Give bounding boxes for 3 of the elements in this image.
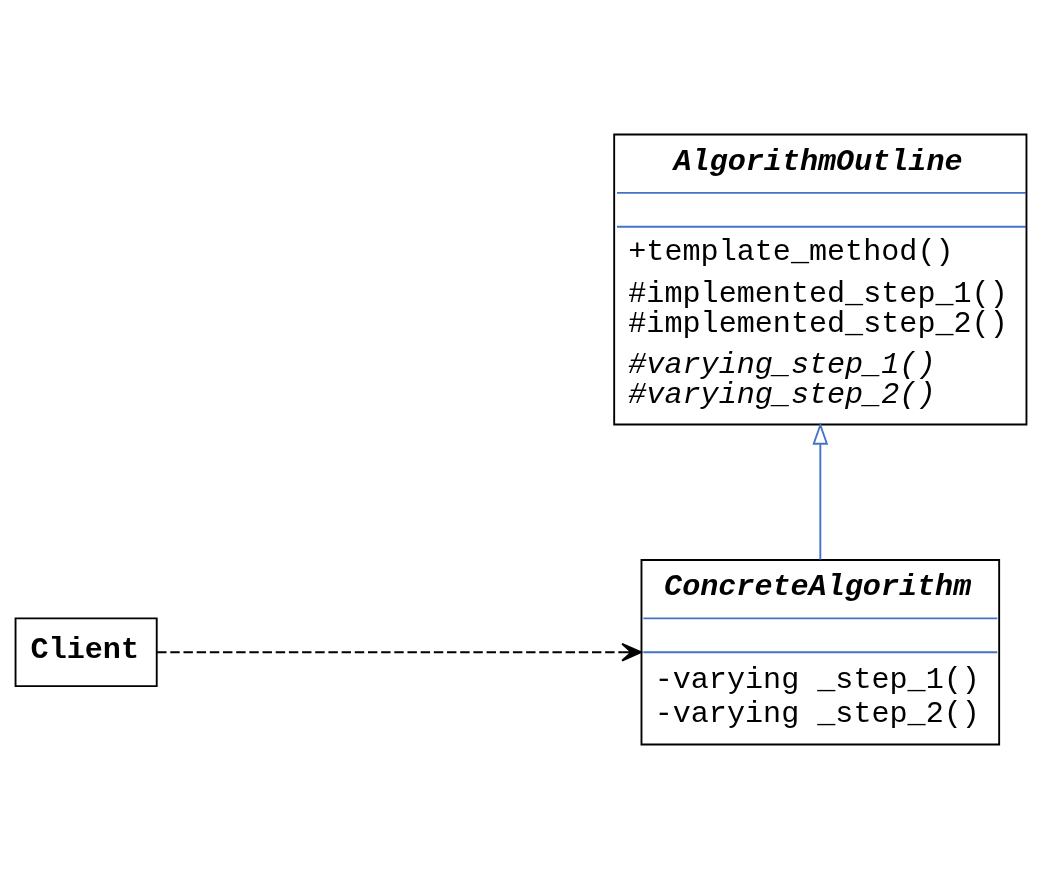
- arrow: [812, 421, 829, 561]
- arrow: [156, 642, 642, 662]
- node-box: Client: [14, 616, 158, 687]
